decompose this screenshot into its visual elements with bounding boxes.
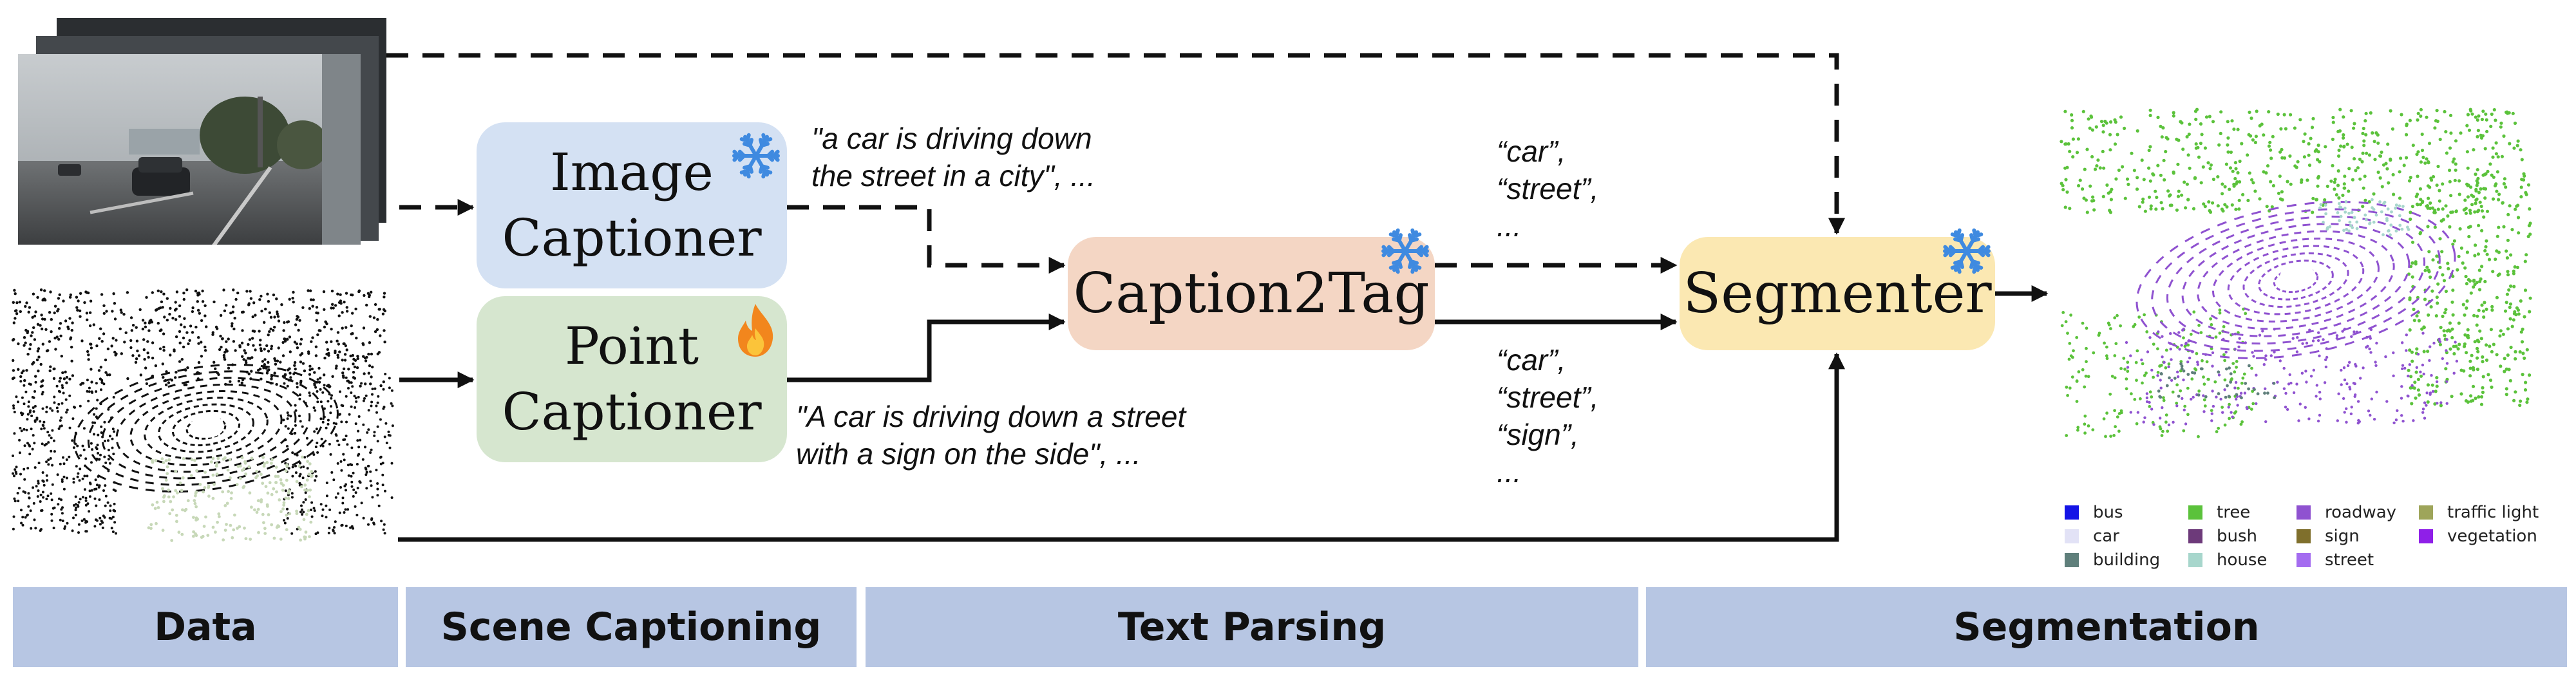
point-captioner-line1: Point (564, 315, 699, 376)
snowflake-icon (1381, 228, 1429, 274)
legend-swatch (2065, 553, 2079, 567)
caption2tag-box: Caption2Tag (1068, 237, 1435, 350)
legend-swatch (2419, 529, 2433, 543)
legend-label: street (2325, 550, 2374, 570)
legend-item: house (2188, 550, 2267, 570)
point-tag-4: ... (1497, 455, 1522, 489)
legend-label: building (2093, 550, 2161, 570)
stage-band-segmentation: Segmentation (1646, 587, 2567, 667)
legend-item: sign (2297, 526, 2360, 547)
legend-label: bus (2093, 503, 2123, 522)
arrow-pointcloud-to-segmenter (398, 352, 1845, 542)
stage-label: Data (154, 605, 257, 650)
legend-item: traffic light (2419, 502, 2539, 523)
legend-swatch (2419, 505, 2433, 520)
stage-label: Segmentation (1953, 605, 2260, 650)
snowflake-icon (732, 133, 780, 179)
legend-swatch (2188, 505, 2202, 520)
input-point-cloud (11, 288, 394, 542)
arrow-images-to-segmenter (386, 53, 1845, 235)
legend-item: bush (2188, 526, 2257, 547)
legend-label: bush (2217, 527, 2258, 546)
image-tags-text: “car”, “street”, ... (1497, 133, 1598, 245)
legend-label: tree (2217, 503, 2251, 522)
point-caption-line1: "A car is driving down a street (796, 400, 1186, 433)
point-caption-text: "A car is driving down a street with a s… (796, 398, 1186, 473)
legend-swatch (2297, 529, 2311, 543)
image-caption-line1: "a car is driving down (811, 122, 1092, 155)
arrow-point-captioner-to-caption2tag (787, 314, 1066, 382)
point-tag-3: “sign”, (1497, 418, 1579, 451)
snowflake-icon (1943, 228, 1991, 274)
image-captioner-line1: Image (550, 142, 714, 202)
legend-label: traffic light (2447, 503, 2539, 522)
legend-item: street (2297, 550, 2374, 570)
point-tag-2: “street”, (1497, 380, 1599, 414)
legend-swatch (2065, 529, 2079, 543)
street-photo (18, 54, 361, 245)
legend-item: bus (2065, 502, 2123, 523)
image-caption-text: "a car is driving down the street in a c… (811, 120, 1095, 194)
legend-label: sign (2325, 527, 2360, 546)
image-caption-line2: the street in a city", ... (811, 159, 1095, 192)
legend-item: car (2065, 526, 2119, 547)
input-image-stack (18, 18, 386, 245)
point-captioner-box: Point Captioner (477, 296, 787, 462)
legend-item: tree (2188, 502, 2250, 523)
legend-swatch (2297, 553, 2311, 567)
legend-swatch (2188, 529, 2202, 543)
image-tag-3: ... (1497, 209, 1522, 243)
point-caption-line2: with a sign on the side", ... (796, 437, 1141, 471)
legend-swatch (2188, 553, 2202, 567)
image-tag-1: “car”, (1497, 135, 1566, 168)
legend-label: roadway (2325, 503, 2397, 522)
image-tag-2: “street”, (1497, 172, 1599, 205)
caption2tag-label: Caption2Tag (1073, 261, 1430, 326)
segmenter-label: Segmenter (1683, 261, 1992, 326)
stage-band-text-parsing: Text Parsing (866, 587, 1638, 667)
point-captioner-line2: Captioner (502, 382, 762, 442)
image-captioner-line2: Captioner (502, 208, 762, 268)
legend-swatch (2297, 505, 2311, 520)
segmented-point-cloud (2060, 108, 2532, 438)
legend-item: building (2065, 550, 2160, 570)
legend-swatch (2065, 505, 2079, 520)
legend-label: house (2217, 550, 2268, 570)
legend-label: car (2093, 527, 2119, 546)
point-tag-1: “car”, (1497, 343, 1566, 377)
legend-label: vegetation (2447, 527, 2537, 546)
flame-icon (738, 304, 773, 357)
stage-label: Text Parsing (1117, 605, 1387, 650)
legend-item: vegetation (2419, 526, 2537, 547)
point-tags-text: “car”, “street”, “sign”, ... (1497, 341, 1598, 491)
segmenter-box: Segmenter (1680, 237, 1995, 350)
legend-item: roadway (2297, 502, 2396, 523)
stage-band-scene-captioning: Scene Captioning (406, 587, 857, 667)
arrow-image-captioner-to-caption2tag (787, 205, 1066, 274)
stage-label: Scene Captioning (440, 605, 822, 650)
stage-band-data: Data (13, 587, 398, 667)
